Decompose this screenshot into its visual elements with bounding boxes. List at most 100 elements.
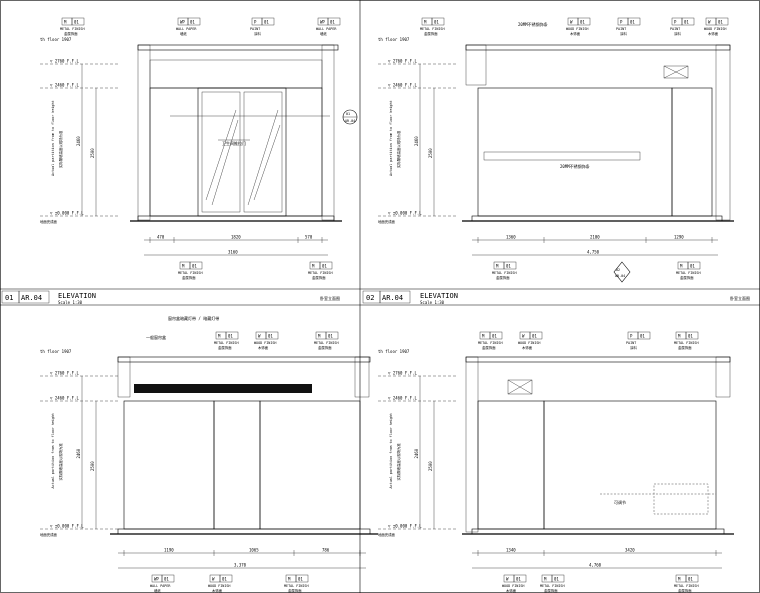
wood-panel	[477, 400, 545, 530]
tag-chinese: 涂料	[254, 31, 261, 36]
tag-number: 01	[434, 19, 439, 24]
total-width-dim: 3160	[228, 250, 238, 255]
tag-chinese: 金属饰面	[678, 345, 692, 350]
tag-chinese: 金属饰面	[424, 31, 438, 36]
tag-number: 01	[630, 19, 635, 24]
tag-chinese: 墙纸	[320, 31, 327, 36]
tag-english: METAL FINISH	[674, 341, 699, 345]
levels-p2: th floor 1907▽ 2760 F.F.L▽ 2460 F.F.L▽ ±…	[378, 37, 458, 224]
wall-section-left	[137, 44, 151, 221]
tag-english: METAL FINISH	[674, 584, 699, 588]
tag-number: 01	[516, 576, 521, 581]
tag-number: 01	[718, 19, 723, 24]
level-annotations: th floor 1907▽ 2760 F.F.L▽ 2460 F.F.L▽ ±…	[40, 37, 458, 537]
tag-english: METAL FINISH	[676, 271, 701, 275]
tag-chinese: 金属饰面	[318, 345, 332, 350]
title-01-scale: Scale 1:30	[58, 300, 83, 305]
tag-code: M	[496, 263, 499, 268]
vertical-note: Actual partition from to floor height	[389, 100, 393, 176]
section-ref: AR.04	[345, 119, 355, 123]
tag-english: PAINT	[616, 27, 626, 31]
tag-english: WALL PAPER	[316, 27, 337, 31]
tag-english: PAINT	[250, 27, 260, 31]
level-floor: ▽ ±0.000 F.F.L	[50, 524, 84, 529]
title-block-01: 01 AR.04 ELEVATION Scale 1:30 卧室立面图	[1, 290, 340, 305]
height-dim-1: 2460	[414, 136, 419, 146]
tag-chinese: 木饰面	[522, 345, 533, 350]
section-marker-2	[613, 261, 631, 283]
tag-code: M	[64, 19, 67, 24]
title-02-ref: AR.04	[382, 294, 403, 302]
total-width-dim: 3,370	[234, 563, 247, 568]
title-block-02: 02 AR.04 ELEVATION Scale 1:30 卧室立面图	[362, 290, 750, 305]
levels-p1: th floor 1907▽ 2760 F.F.L▽ 2460 F.F.L▽ ±…	[40, 37, 120, 224]
tag-code: M	[318, 333, 321, 338]
tag-chinese: 木饰面	[258, 345, 269, 350]
tag-number: 01	[684, 19, 689, 24]
top-level-note: th floor 1907	[378, 349, 410, 354]
tag-code: P	[674, 19, 677, 24]
tag-code: M	[182, 263, 185, 268]
tag-code: M	[680, 263, 683, 268]
wallpaper-panel-right	[259, 400, 361, 530]
tag-chinese: 金属饰面	[312, 275, 326, 280]
vertical-cn: 实际隔墙高度以现场为准	[396, 130, 401, 168]
title-02-scale: Scale 1:30	[420, 300, 445, 305]
elevation-panel-1: 卫生间推拉门 01 AR.04	[130, 44, 358, 222]
tag-number: 01	[640, 333, 645, 338]
tag-english: WOOD FINISH	[208, 584, 230, 588]
tag-number: 01	[554, 576, 559, 581]
title-01-name: ELEVATION	[58, 292, 96, 300]
tag-number: 01	[330, 19, 335, 24]
top-level-note: th floor 1907	[40, 37, 72, 42]
wood-door	[213, 400, 261, 530]
tag-number: 01	[228, 333, 233, 338]
tag-english: WOOD FINISH	[566, 27, 588, 31]
elevation-panel-4: 可调节	[462, 356, 734, 535]
tag-number: 01	[74, 19, 79, 24]
tag-code: M	[288, 576, 291, 581]
tag-number: 01	[164, 576, 169, 581]
tag-code: W	[212, 576, 215, 581]
wall-section-right	[715, 356, 731, 398]
width-dim: 470	[157, 235, 165, 240]
tag-chinese: 墙纸	[154, 588, 161, 593]
wallpaper-panel-left	[123, 400, 215, 530]
tag-english: METAL FINISH	[308, 271, 333, 275]
sliding-door	[197, 87, 287, 217]
tag-code: M	[218, 333, 221, 338]
tag-number: 01	[532, 333, 537, 338]
tag-english: METAL FINISH	[492, 271, 517, 275]
tag-english: METAL FINISH	[60, 27, 85, 31]
width-dim: 786	[322, 548, 330, 553]
width-dim: 1360	[506, 235, 516, 240]
tag-number: 01	[190, 19, 195, 24]
shelf-strip	[483, 151, 641, 161]
level-floor: ▽ ±0.000 F.F.L	[388, 524, 422, 529]
tag-english: WOOD FINISH	[518, 341, 540, 345]
tag-chinese: 木饰面	[506, 588, 517, 593]
tag-chinese: 金属饰面	[680, 275, 694, 280]
tag-english: WOOD FINISH	[254, 341, 276, 345]
tag-english: METAL FINISH	[420, 27, 445, 31]
floor-cn: 地面完成面	[40, 532, 58, 537]
floor-cn: 地面完成面	[378, 532, 396, 537]
tag-chinese: 涂料	[620, 31, 627, 36]
tag-chinese: 金属饰面	[544, 588, 558, 593]
tag-code: P	[630, 333, 633, 338]
total-width-dim: 4,760	[589, 563, 602, 568]
